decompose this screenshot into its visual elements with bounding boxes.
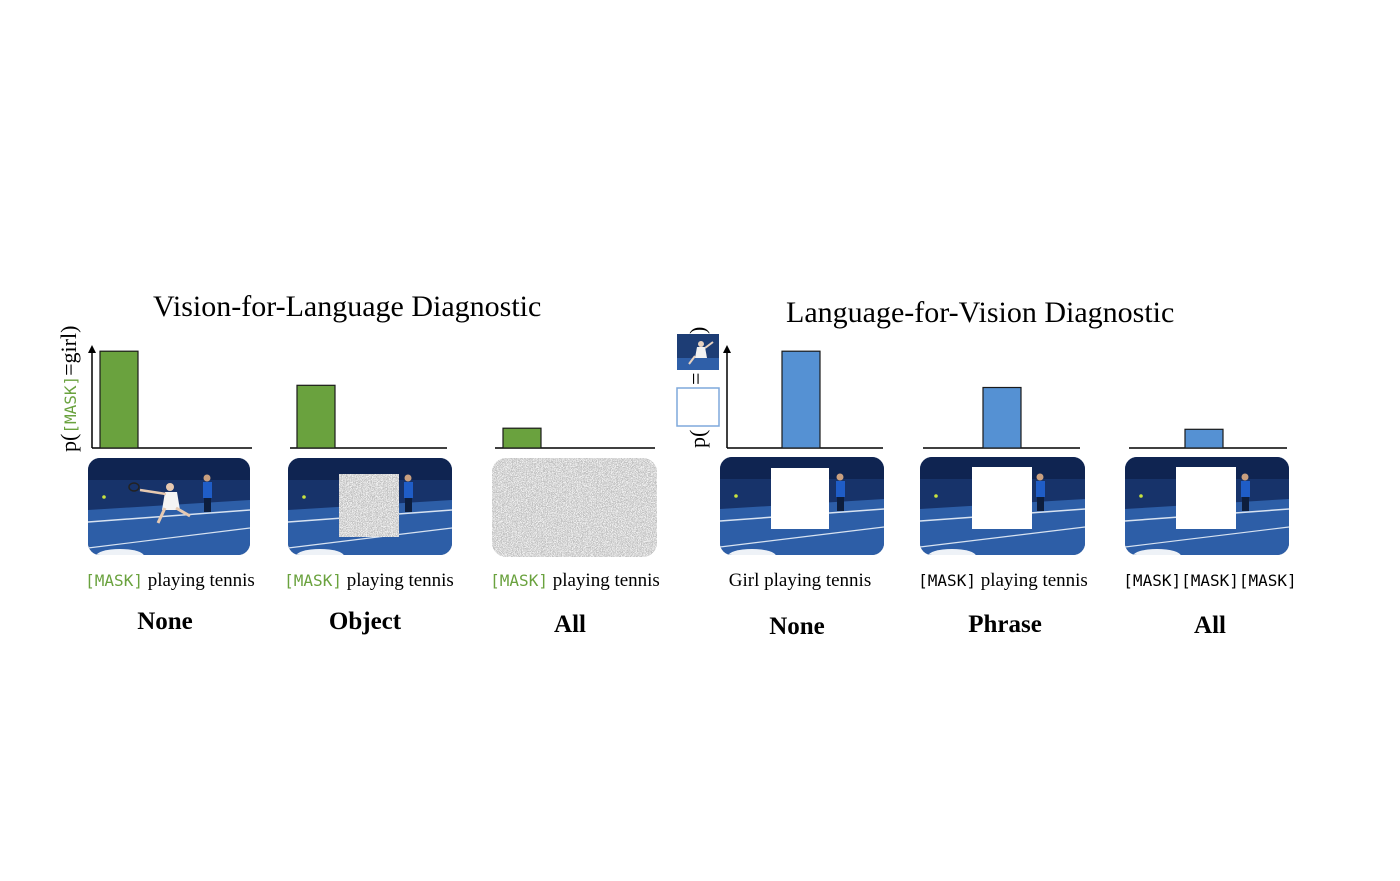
blank-region-icon	[676, 387, 720, 427]
image-panels	[88, 457, 1289, 557]
right-y-label-graphic: p( = )	[676, 327, 720, 448]
bar-none-right	[781, 350, 821, 449]
bar-phrase-right	[982, 386, 1022, 449]
left-caption-none: [MASK] playing tennis	[80, 570, 260, 592]
object-noise-patch	[339, 474, 399, 537]
left-title: Vision-for-Language Diagnostic	[153, 290, 542, 323]
right-y-label-suffix: )	[685, 327, 710, 334]
right-caption-none: Girl playing tennis	[710, 570, 890, 592]
right-caption-all: [MASK][MASK][MASK]	[1112, 570, 1308, 592]
tennis-photo-region-masked	[720, 457, 884, 555]
caption-text: playing tennis	[341, 570, 454, 591]
caption-mask-token: [MASK]	[284, 571, 342, 590]
right-y-label-prefix: p(	[685, 430, 710, 448]
bar-none-left	[99, 350, 139, 449]
tennis-photo-region-masked	[1125, 457, 1289, 555]
caption-text: playing tennis	[142, 570, 255, 591]
full-noise	[492, 458, 657, 557]
bar-all-left	[502, 427, 542, 449]
y-axis-arrow	[723, 345, 731, 353]
bar-charts	[88, 345, 1287, 449]
caption-text: Girl playing tennis	[728, 570, 872, 591]
right-title: Language-for-Vision Diagnostic	[786, 296, 1175, 329]
bar-all-right	[1184, 428, 1224, 449]
right-y-axis-label: p( = )	[675, 322, 723, 452]
caption-text: playing tennis	[975, 570, 1088, 591]
bar-object-left	[296, 384, 336, 449]
tennis-photo	[88, 458, 250, 555]
left-caption-all: [MASK] playing tennis	[485, 570, 665, 592]
tennis-photo-region-masked	[920, 457, 1085, 555]
y-axis-arrow	[88, 345, 96, 353]
label-left-none: None	[137, 608, 193, 635]
label-left-object: Object	[328, 608, 402, 635]
caption-mask-token: [MASK]	[85, 571, 143, 590]
label-right-all: All	[1194, 612, 1226, 639]
caption-mask-token: [MASK]	[918, 571, 976, 590]
tennis-photo-object-noise	[288, 458, 452, 555]
caption-mask-token: [MASK]	[490, 571, 548, 590]
label-right-none: None	[769, 613, 825, 640]
right-caption-phrase: [MASK] playing tennis	[912, 570, 1094, 592]
left-caption-object: [MASK] playing tennis	[279, 570, 459, 592]
label-left-all: All	[554, 611, 586, 638]
caption-mask-token: [MASK][MASK][MASK]	[1123, 571, 1297, 590]
label-right-phrase: Phrase	[968, 611, 1042, 638]
caption-text: playing tennis	[547, 570, 660, 591]
right-y-label-mid: =	[683, 373, 708, 385]
tennis-thumbnail-icon	[677, 334, 719, 370]
